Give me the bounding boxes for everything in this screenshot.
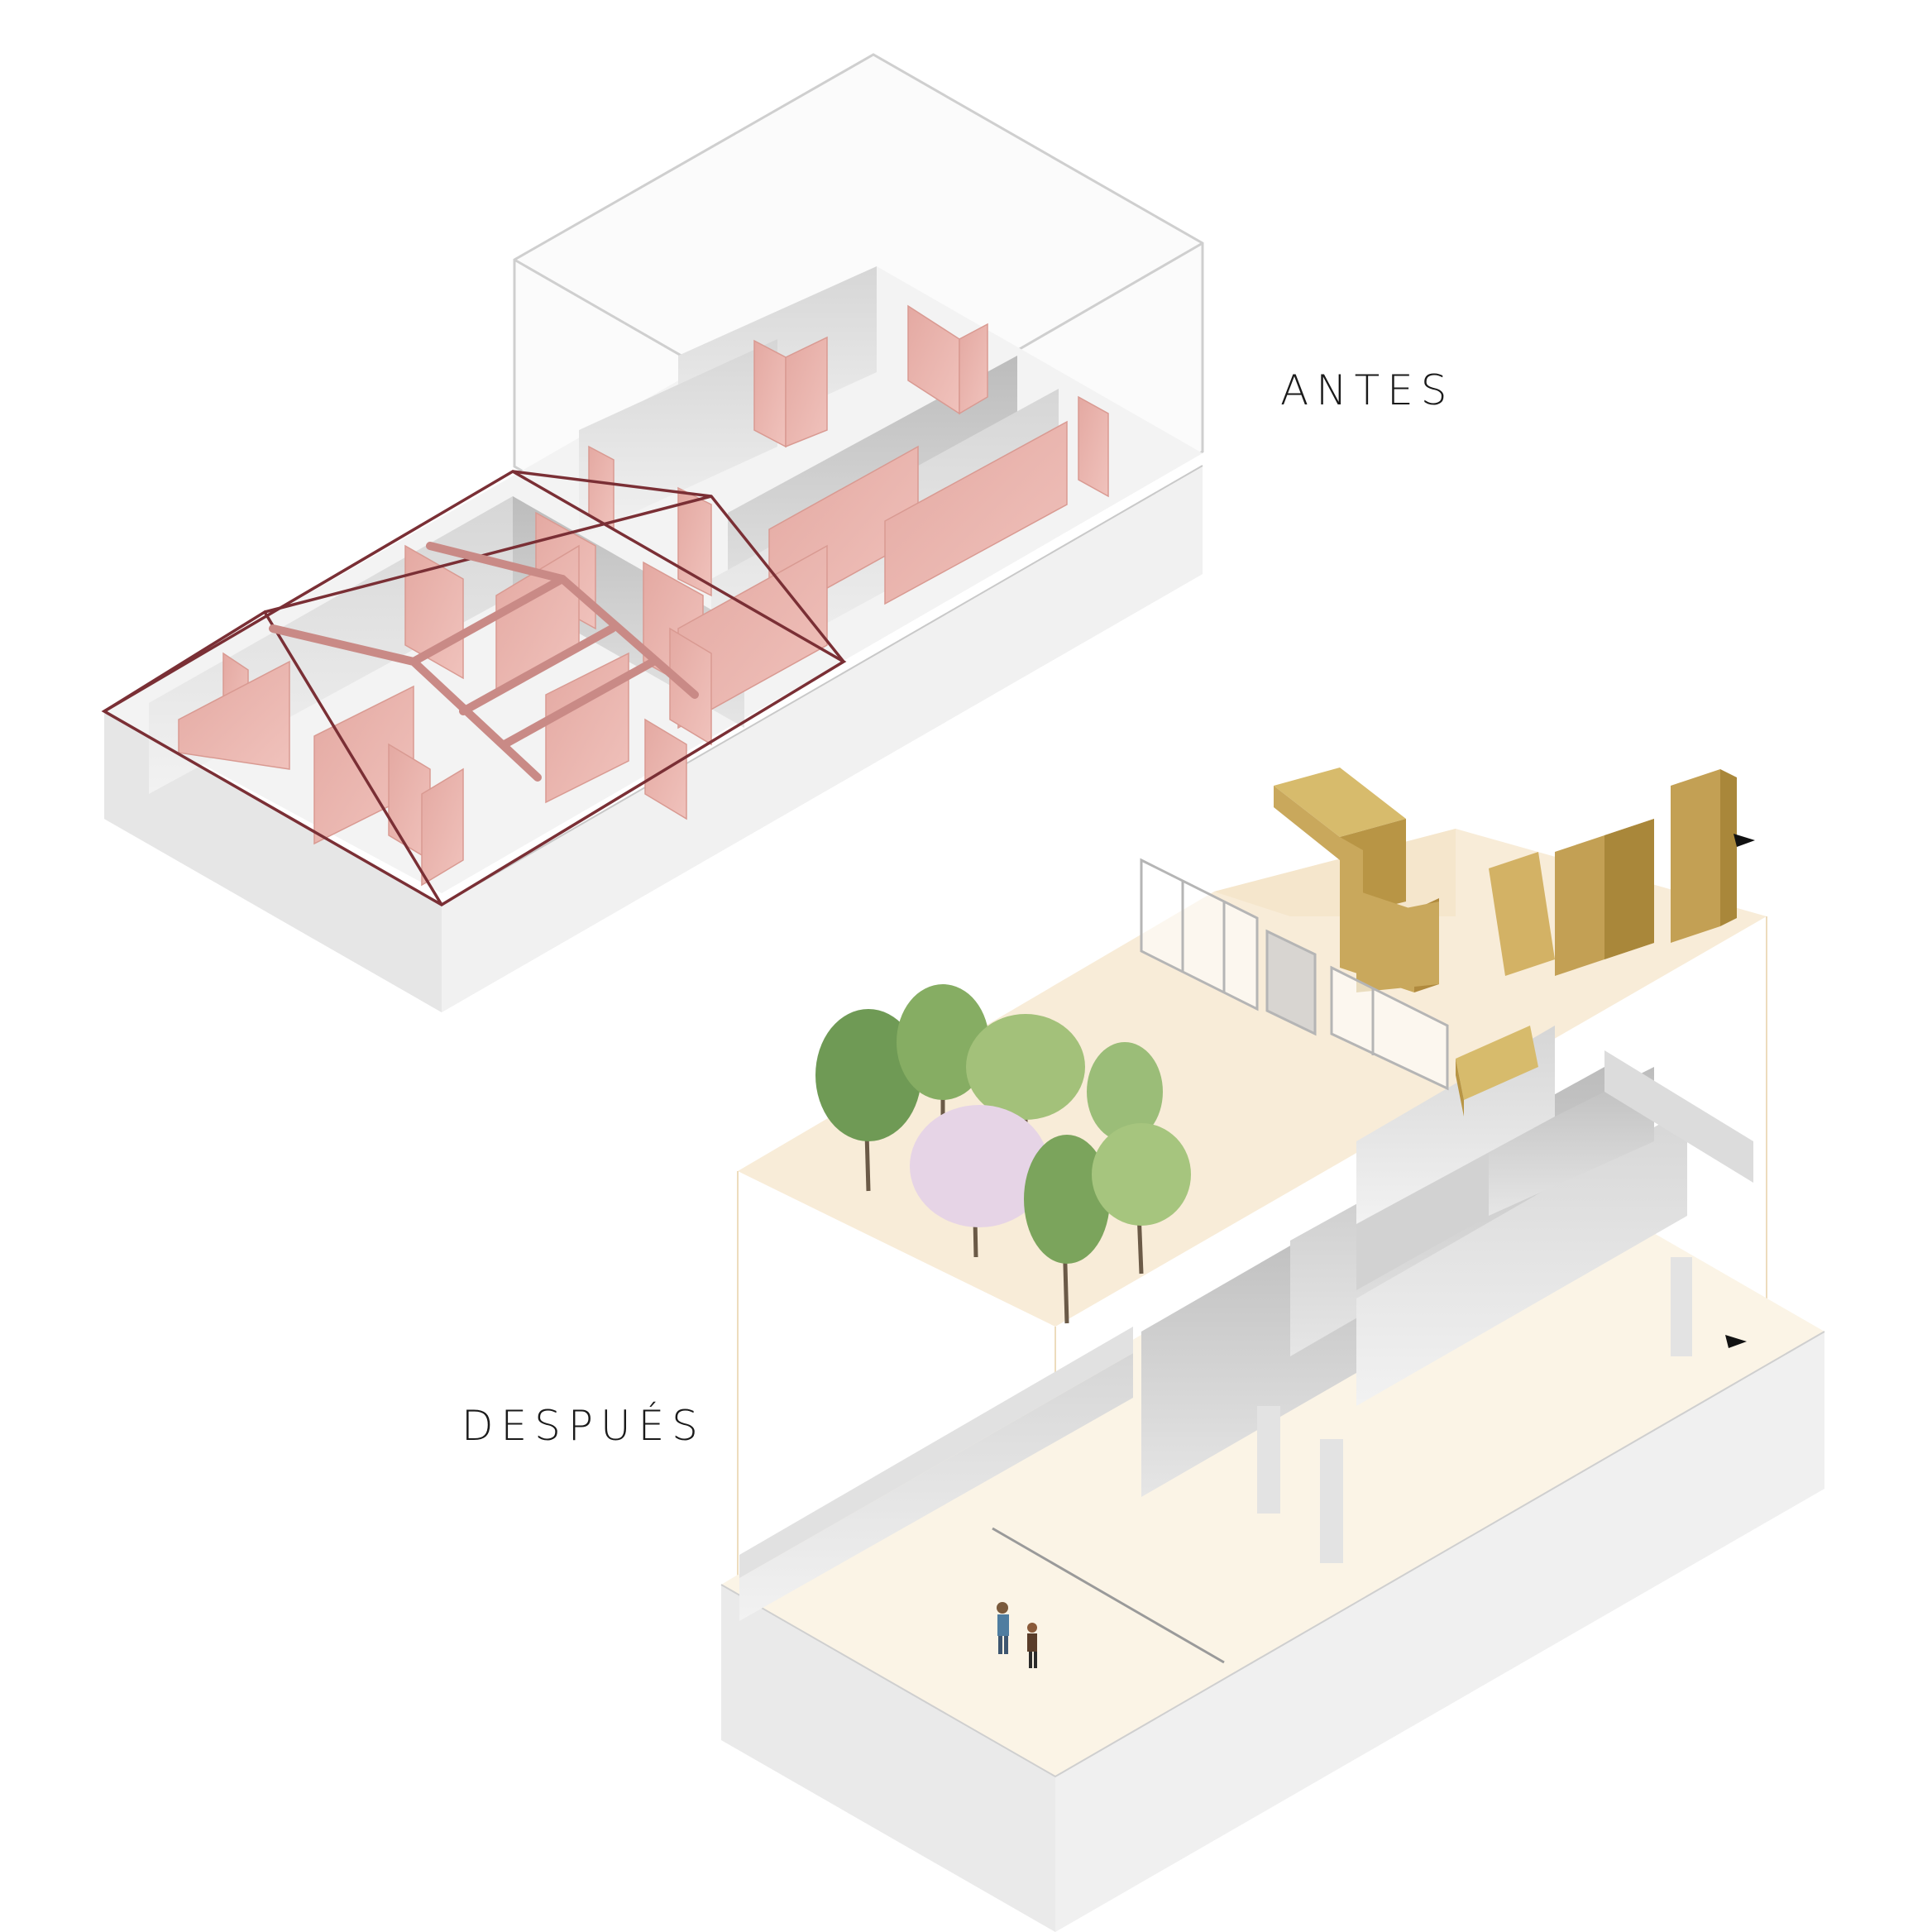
before-model — [101, 53, 1204, 1012]
truss-members — [269, 542, 699, 782]
tree-icon — [815, 984, 1191, 1324]
after-label: DESPUÉS — [461, 1402, 705, 1450]
person-icon — [997, 1602, 1037, 1668]
tree-canopies — [815, 984, 1191, 1264]
new-furniture-volumes — [1274, 768, 1737, 1117]
after-model — [720, 768, 1825, 1932]
glazed-partitions — [1140, 858, 1449, 1091]
before-label: ANTES — [1280, 366, 1455, 414]
entry-arrow-icon — [1725, 834, 1755, 1348]
roof-truss — [101, 469, 847, 907]
